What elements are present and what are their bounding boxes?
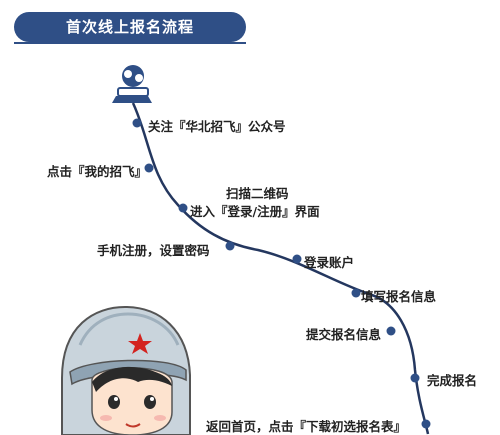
node-7	[386, 326, 396, 336]
header-title: 首次线上报名流程	[65, 18, 194, 36]
step-label: 填写报名信息	[361, 289, 437, 304]
step-label: 提交报名信息	[306, 327, 382, 342]
node-5	[292, 254, 302, 264]
header-banner: 首次线上报名流程	[14, 12, 246, 42]
node-4	[225, 241, 235, 251]
pilot-illustration	[61, 305, 191, 435]
step-label: 进入『登录/注册』界面	[190, 204, 320, 219]
node-9	[421, 419, 431, 429]
node-8	[410, 373, 420, 383]
step-label: 关注『华北招飞』公众号	[148, 119, 286, 134]
node-3	[178, 203, 188, 213]
step-label: 登录账户	[304, 255, 355, 270]
step-label: 扫描二维码	[226, 186, 289, 201]
step-label: 返回首页，点击『下载初选报名表』	[206, 419, 407, 434]
node-6	[351, 288, 361, 298]
node-2	[144, 163, 154, 173]
start-icon	[112, 65, 152, 103]
step-label: 完成报名	[427, 373, 478, 388]
flow-path	[131, 102, 430, 435]
header-underline	[14, 42, 246, 44]
step-label: 手机注册，设置密码	[97, 243, 210, 258]
step-label: 点击『我的招飞』	[47, 164, 148, 179]
star-icon	[128, 333, 152, 354]
node-1	[132, 118, 142, 128]
